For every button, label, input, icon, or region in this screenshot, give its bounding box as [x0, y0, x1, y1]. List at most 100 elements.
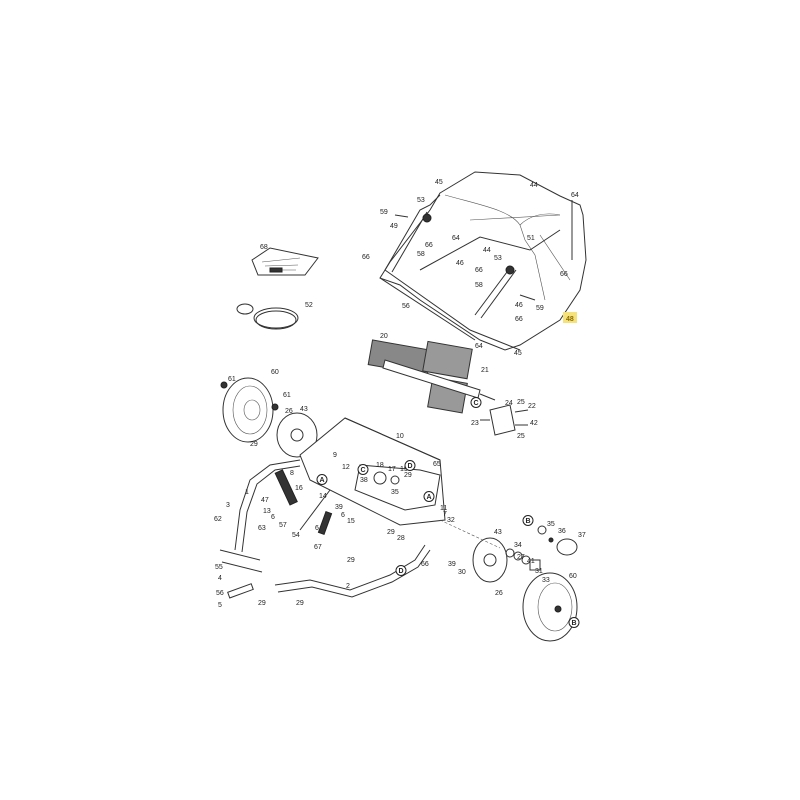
callout-bag: 66 — [515, 316, 523, 323]
callout-bag: 46 — [456, 260, 464, 267]
reference-mark-circle — [423, 491, 435, 502]
callout-housing: 4 — [218, 575, 222, 582]
callout-bag: 51 — [527, 235, 535, 242]
callout-bag: 53 — [417, 197, 425, 204]
reference-mark: A — [426, 494, 431, 501]
callout-housing: 32 — [447, 517, 455, 524]
callout-housing: 14 — [319, 493, 327, 500]
callout-housing: 2 — [346, 583, 350, 590]
callout-left-wheel: 26 — [285, 408, 293, 415]
callout-housing: 6 — [271, 514, 275, 521]
callout-brush: 24 — [505, 400, 513, 407]
reference-mark-circle — [470, 397, 482, 408]
callout-right-wheel: 39 — [448, 561, 456, 568]
callout-bag: 66 — [425, 242, 433, 249]
callout-right-wheel: 26 — [495, 590, 503, 597]
callout-housing: 5 — [218, 602, 222, 609]
reference-mark-circle — [522, 515, 534, 526]
callout-housing: 35 — [391, 489, 399, 496]
callout-bag: 64 — [571, 192, 579, 199]
callout-bag: 46 — [515, 302, 523, 309]
sweeper-housing — [299, 417, 446, 526]
reference-mark: B — [571, 620, 576, 627]
callout-housing: 18 — [376, 462, 384, 469]
callout-housing: 39 — [335, 504, 343, 511]
callout-bag: 56 — [402, 303, 410, 310]
callout-housing: 29 — [258, 600, 266, 607]
reference-mark: A — [319, 477, 324, 484]
callout-kit: 52 — [305, 302, 313, 309]
callout-housing: 28 — [397, 535, 405, 542]
callout-housing: 12 — [342, 464, 350, 471]
callout-brush: 42 — [530, 420, 538, 427]
callout-housing: 10 — [396, 433, 404, 440]
callout-housing: 19 — [400, 466, 408, 473]
callout-housing: 17 — [388, 466, 396, 473]
callout-housing: 29 — [404, 472, 412, 479]
callout-bag: 49 — [390, 223, 398, 230]
callout-brush: 25 — [517, 433, 525, 440]
left-wheel — [220, 377, 279, 443]
highlight-marker — [563, 312, 577, 323]
callout-left-wheel: 61 — [228, 376, 236, 383]
handle — [219, 459, 431, 599]
callout-housing: 8 — [290, 470, 294, 477]
callout-right-wheel: 30 — [458, 569, 466, 576]
callout-bag: 59 — [536, 305, 544, 312]
grass-bag — [379, 171, 587, 351]
callout-brush: 22 — [528, 403, 536, 410]
bag-frame — [379, 194, 573, 351]
callout-housing: 56 — [216, 590, 224, 597]
callout-left-wheel: 61 — [283, 392, 291, 399]
callout-bag: 44 — [483, 247, 491, 254]
callout-kit: 68 — [260, 244, 268, 251]
callout-right-wheel: 27 — [517, 554, 525, 561]
callout-housing: 3 — [226, 502, 230, 509]
axle-line — [439, 519, 501, 549]
callout-housing: 55 — [215, 564, 223, 571]
callout-bag: 58 — [417, 251, 425, 258]
callout-right-wheel: 60 — [569, 573, 577, 580]
callout-housing: 62 — [214, 516, 222, 523]
callout-right-wheel: 34 — [514, 542, 522, 549]
left-hub-cover — [276, 412, 318, 458]
reference-mark: C — [473, 400, 478, 407]
reference-mark: B — [525, 518, 530, 525]
callout-bag: 45 — [514, 350, 522, 357]
callout-housing: 1 — [245, 489, 249, 496]
callout-housing: 66 — [421, 561, 429, 568]
callout-housing: 29 — [347, 557, 355, 564]
hardware-kit — [251, 247, 319, 276]
callout-right-wheel: 35 — [547, 521, 555, 528]
callout-right-wheel: 41 — [527, 558, 535, 565]
callout-housing: 38 — [360, 477, 368, 484]
callout-right-wheel: 33 — [542, 577, 550, 584]
callout-housing: 63 — [258, 525, 266, 532]
wheel-cap — [537, 525, 578, 556]
callout-housing: 13 — [263, 508, 271, 515]
reference-mark: C — [360, 467, 365, 474]
callout-housing: 6 — [341, 512, 345, 519]
brush-bracket — [480, 404, 529, 436]
callout-housing: 6 — [315, 525, 319, 532]
callout-housing: 15 — [347, 518, 355, 525]
reference-mark-circle — [568, 617, 580, 628]
callout-bag: 66 — [362, 254, 370, 261]
callout-housing: 29 — [296, 600, 304, 607]
reference-mark-circle — [357, 464, 369, 475]
right-wheel — [522, 572, 578, 642]
callout-brush: 23 — [471, 420, 479, 427]
callout-bag: 53 — [494, 255, 502, 262]
callout-bag: 66 — [560, 271, 568, 278]
callout-left-wheel: 60 — [271, 369, 279, 376]
callout-housing: 57 — [279, 522, 287, 529]
callout-right-wheel: 31 — [535, 568, 543, 575]
callout-bag: 66 — [475, 267, 483, 274]
callout-housing: 65 — [433, 461, 441, 468]
cable — [236, 303, 299, 330]
callout-right-wheel: 43 — [494, 529, 502, 536]
callout-housing: 54 — [292, 532, 300, 539]
